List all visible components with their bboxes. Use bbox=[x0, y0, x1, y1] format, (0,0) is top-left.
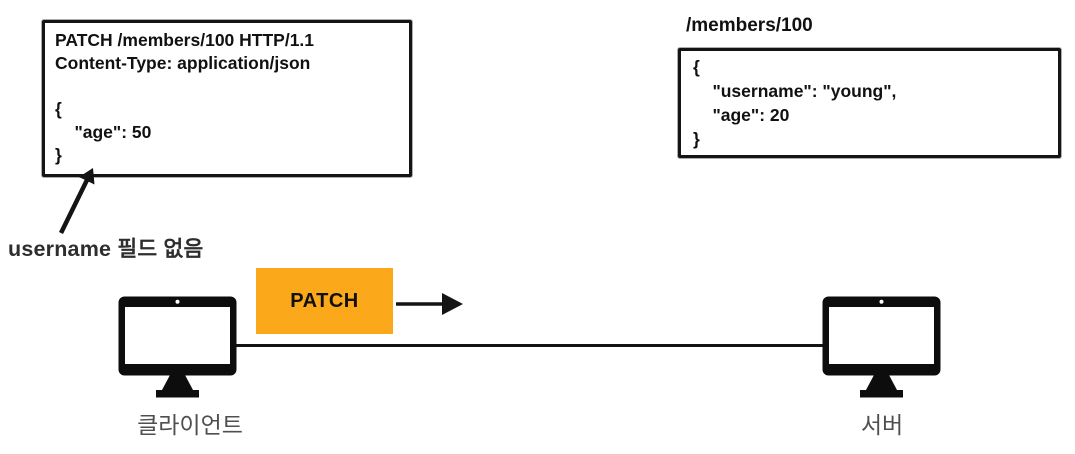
http-request-text: PATCH /members/100 HTTP/1.1 Content-Type… bbox=[55, 30, 315, 165]
annotation-arrow bbox=[58, 168, 95, 234]
webcam-dot bbox=[879, 299, 884, 304]
request-direction-arrow bbox=[396, 293, 463, 315]
webcam-dot bbox=[175, 299, 180, 304]
resource-state-box: { "username": "young", "age": 20 } bbox=[678, 48, 1061, 158]
method-box: PATCH bbox=[256, 268, 393, 334]
http-request-box: PATCH /members/100 HTTP/1.1 Content-Type… bbox=[42, 20, 412, 177]
annotation-label: username 필드 없음 bbox=[8, 237, 204, 261]
resource-path-label: /members/100 bbox=[686, 15, 813, 36]
method-label: PATCH bbox=[290, 289, 359, 312]
client-computer-icon bbox=[118, 296, 237, 398]
server-label: 서버 bbox=[860, 412, 904, 438]
connection-line bbox=[236, 344, 824, 347]
server-computer-icon bbox=[822, 296, 941, 398]
client-label: 클라이언트 bbox=[137, 412, 243, 438]
resource-json-text: { "username": "young", "age": 20 } bbox=[693, 57, 897, 149]
